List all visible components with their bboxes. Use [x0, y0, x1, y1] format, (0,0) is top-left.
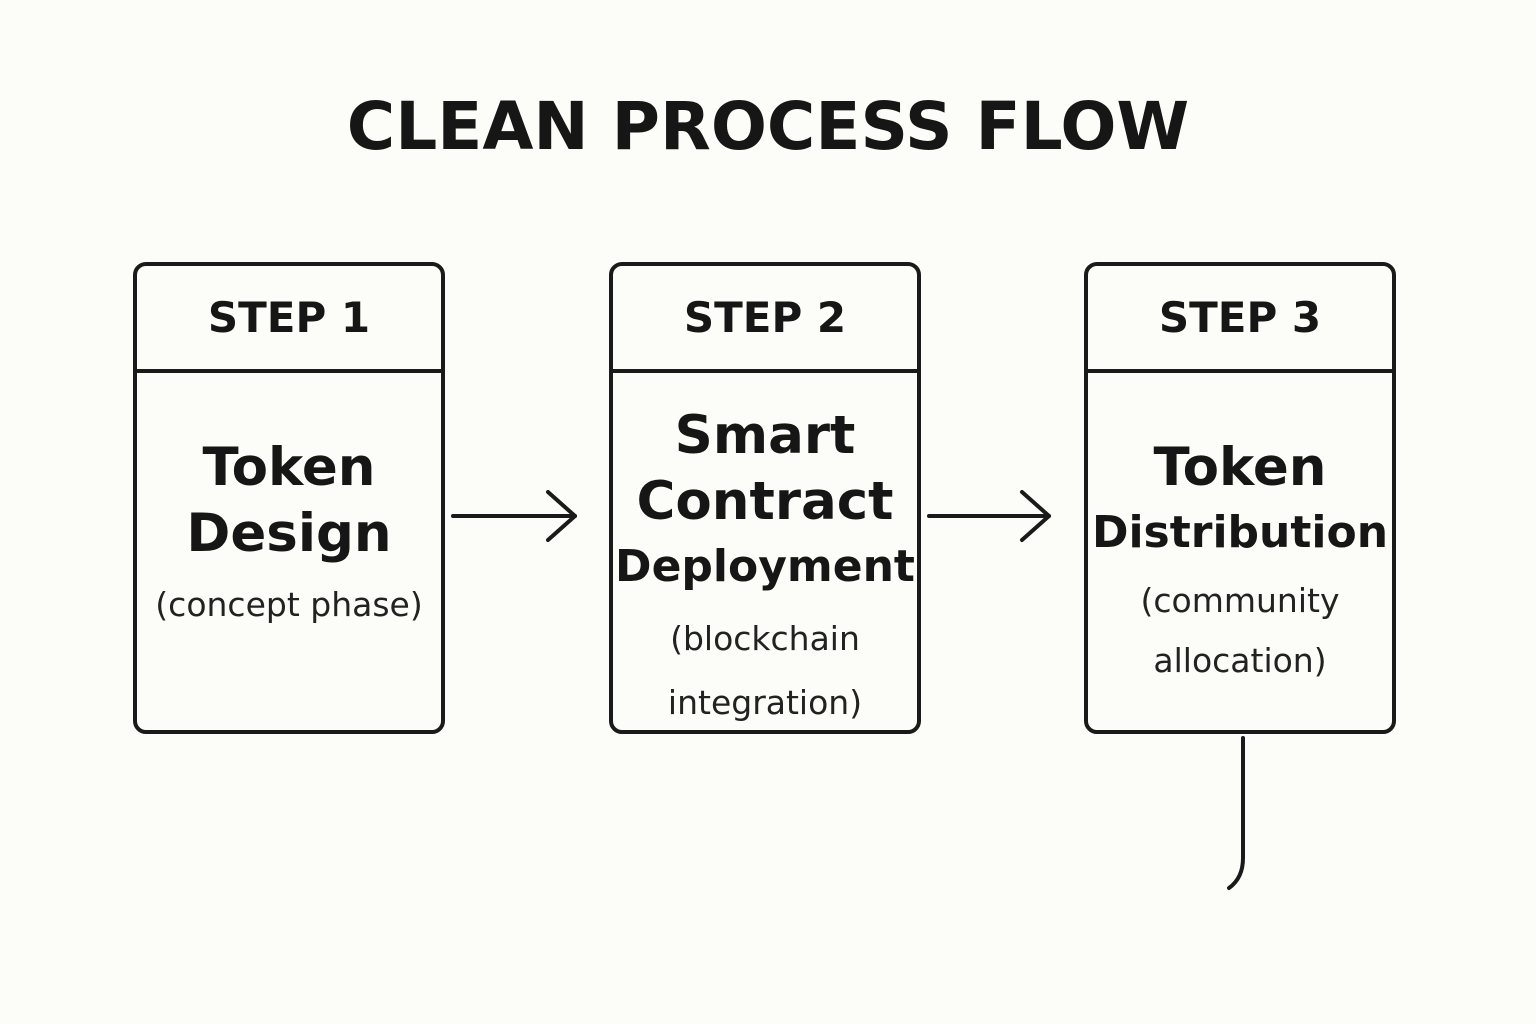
step-2-subtitle-line-2: integration) [667, 683, 863, 722]
step-3-subtitle-line-1: (community [1140, 581, 1340, 620]
step-1-subtitle-line-1: (concept phase) [155, 585, 423, 624]
step-3-body: Token Distribution (community allocation… [1088, 373, 1392, 685]
step-3-header: STEP 3 [1088, 266, 1392, 373]
page-title: CLEAN PROCESS FLOW [346, 88, 1190, 165]
step-1-name-line-2: Design [186, 503, 392, 564]
step-2-name-line-2: Contract [636, 471, 894, 532]
arrow-right-icon [927, 490, 1051, 542]
step-1-box: STEP 1 Token Design (concept phase) [133, 262, 445, 734]
step-1-header: STEP 1 [137, 266, 441, 373]
step-3-subtitle-line-2: allocation) [1153, 641, 1327, 680]
step-2-box: STEP 2 Smart Contract Deployment (blockc… [609, 262, 921, 734]
tail-line [1227, 736, 1245, 890]
step-1-name-line-1: Token [202, 437, 376, 498]
step-2-header: STEP 2 [613, 266, 917, 373]
step-2-body: Smart Contract Deployment (blockchain in… [613, 373, 917, 727]
step-3-box: STEP 3 Token Distribution (community all… [1084, 262, 1396, 734]
step-3-name-line-1: Token [1153, 437, 1327, 498]
step-2-subtitle-line-1: (blockchain [670, 619, 860, 658]
step-3-name-line-2: Distribution [1091, 507, 1389, 558]
arrow-right-icon [451, 490, 577, 542]
step-2-name-line-1: Smart [674, 405, 856, 466]
step-1-body: Token Design (concept phase) [137, 373, 441, 629]
step-2-name-line-3: Deployment [615, 541, 915, 592]
